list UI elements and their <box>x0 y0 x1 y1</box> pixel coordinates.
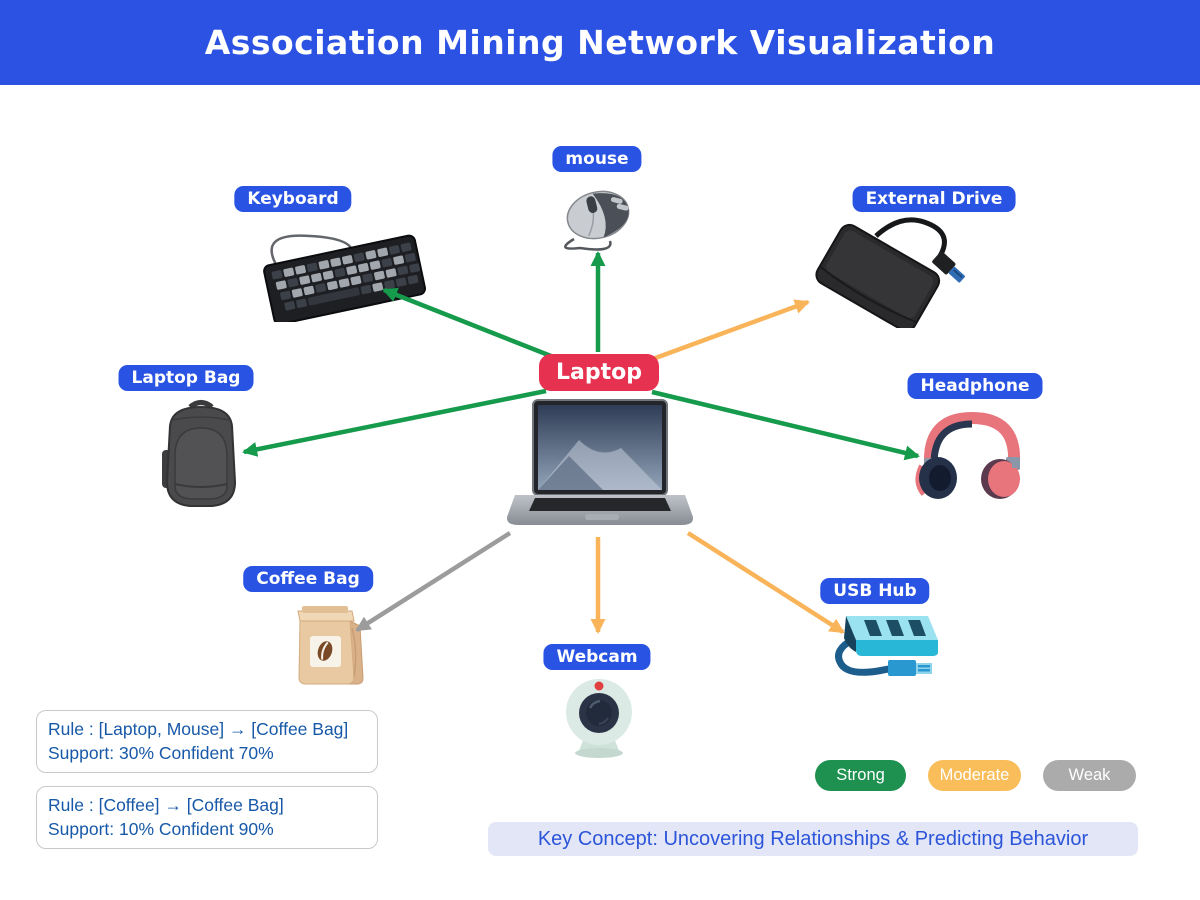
edge-laptop-external-drive <box>649 299 810 363</box>
rule-2-support: Support: 10% Confident 90% <box>48 818 274 839</box>
rule-box-2: Rule : [Coffee] → [Coffee Bag] Support: … <box>36 786 378 850</box>
edge-laptop-laptop-bag <box>242 388 547 457</box>
node-label-laptop-center: Laptop <box>539 354 659 391</box>
laptop-image <box>507 399 693 525</box>
node-label-coffee-bag: Coffee Bag <box>243 566 373 592</box>
header-banner: Association Mining Network Visualization <box>0 0 1200 85</box>
key-concept-banner: Key Concept: Uncovering Relationships & … <box>488 822 1138 856</box>
edge-laptop-usb-hub <box>686 531 845 634</box>
edge-laptop-coffee-bag <box>355 531 512 632</box>
mouse-image <box>564 190 630 251</box>
rule-1-text: Rule : [Laptop, Mouse] → [Coffee Bag] <box>48 719 349 739</box>
node-label-webcam: Webcam <box>543 644 651 670</box>
rule-box-1: Rule : [Laptop, Mouse] → [Coffee Bag] Su… <box>36 710 378 774</box>
keyboard-image <box>263 234 427 322</box>
legend-strong-label: Strong <box>836 766 885 784</box>
webcam-image <box>566 679 632 758</box>
key-concept-text: Key Concept: Uncovering Relationships & … <box>537 827 1089 850</box>
page-title: Association Mining Network Visualization <box>204 23 996 62</box>
node-label-usb-hub: USB Hub <box>820 578 930 604</box>
node-label-headphone: Headphone <box>907 373 1043 399</box>
legend-moderate-label: Moderate <box>939 766 1010 784</box>
legend-moderate: Moderate <box>928 760 1021 791</box>
external-drive-image <box>815 217 965 328</box>
node-label-external-drive: External Drive <box>852 186 1016 212</box>
usb-hub-image <box>835 616 938 676</box>
rule-2-text: Rule : [Coffee] → [Coffee Bag] <box>48 795 284 815</box>
node-label-keyboard: Keyboard <box>234 186 352 212</box>
legend-weak: Weak <box>1043 760 1136 791</box>
laptop-bag-image <box>162 400 237 507</box>
rule-1-support: Support: 30% Confident 70% <box>48 742 274 763</box>
coffee-bag-image <box>297 606 364 685</box>
headphone-image <box>915 411 1021 499</box>
legend-strong: Strong <box>815 760 906 791</box>
node-label-laptop-bag: Laptop Bag <box>118 365 254 391</box>
node-label-mouse: mouse <box>552 146 642 172</box>
legend-weak-label: Weak <box>1068 766 1111 784</box>
